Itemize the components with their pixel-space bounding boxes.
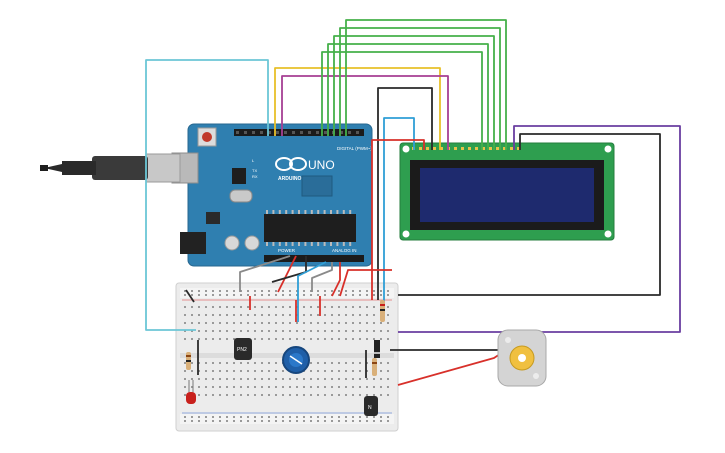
wire-black-lcd	[377, 87, 433, 300]
wire-a1	[311, 262, 333, 292]
analog-header	[264, 255, 364, 262]
wire-yellow	[274, 67, 441, 150]
atmega-chip	[264, 214, 356, 242]
analog-label: ANALOG IN	[332, 248, 357, 253]
led-red	[186, 380, 196, 404]
lcd-display	[399, 142, 615, 241]
wire-a0	[297, 261, 327, 322]
rx-label: RX	[252, 174, 258, 179]
wire-purple-right	[398, 125, 681, 333]
wire-blue-lcd	[383, 117, 415, 305]
wire-red-lcd	[371, 139, 425, 300]
arduino-logo-icon	[275, 157, 307, 171]
dc-motor	[497, 329, 547, 387]
wire-green-4	[339, 27, 501, 150]
wire-green-2	[327, 43, 489, 150]
lcd-screen	[420, 168, 594, 222]
wire-green-5	[345, 19, 507, 150]
wires	[145, 19, 681, 386]
jumper-1	[185, 289, 195, 303]
wire-magenta	[281, 75, 449, 150]
wire-motor-red	[397, 353, 501, 386]
power-label: POWER	[278, 248, 296, 253]
reset-button[interactable]	[202, 132, 212, 142]
power-jack	[180, 232, 206, 254]
arduino-uno: DIGITAL (PWM~) POWER ANALOG IN TX RX L U…	[171, 123, 373, 267]
wire-black-right	[398, 133, 661, 296]
wire-green-1	[321, 51, 483, 150]
resistor-1	[186, 352, 191, 370]
wire-gnd-1	[239, 255, 291, 292]
wire-red-2	[339, 269, 392, 297]
l-label: L	[252, 158, 255, 163]
transistor-2: N	[364, 396, 378, 416]
digital-label: DIGITAL (PWM~)	[337, 146, 372, 151]
wire-5v	[277, 255, 297, 293]
wire-a2	[331, 262, 341, 297]
usb-cable	[40, 153, 181, 183]
brand-label: ARDUINO	[278, 176, 301, 182]
wire-green-3	[333, 35, 495, 150]
tx-label: TX	[252, 168, 257, 173]
model-label: UNO	[308, 158, 335, 172]
potentiometer	[282, 346, 310, 374]
transistor-2-label: N	[368, 405, 372, 411]
resistor-2	[380, 300, 385, 322]
wire-cyan	[145, 59, 269, 331]
transistor-1: PN2	[234, 338, 252, 360]
resistor-3	[372, 358, 377, 376]
transistor-1-label: PN2	[237, 347, 247, 353]
diode	[374, 340, 380, 358]
digital-header	[234, 129, 364, 136]
